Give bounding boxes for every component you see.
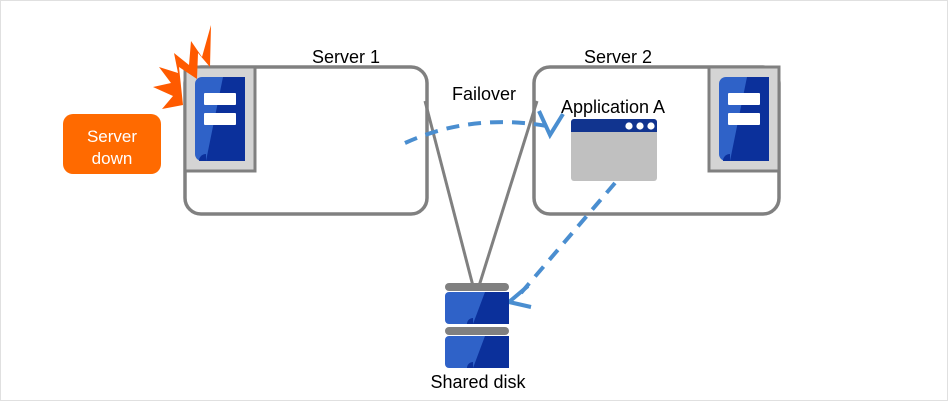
disk-block-bottom-shade (473, 336, 509, 368)
server-icon-corner-bottom (199, 154, 206, 161)
shared-disk-icon[interactable] (445, 283, 509, 368)
server2-title: Server 2 (584, 47, 652, 67)
server-rack-icon (183, 65, 257, 173)
failover-arrow-head (537, 110, 565, 140)
failure-burst-icon (153, 25, 211, 109)
badge-line-2: down (92, 149, 133, 168)
application-label: Application A (561, 97, 665, 117)
server-icon-corner-bottom (723, 154, 730, 161)
badge-line-1: Server (87, 127, 137, 146)
app-window-body (571, 119, 657, 181)
disk-block-top-shade (473, 292, 509, 324)
dashed-curved-arrow-icon (404, 110, 565, 145)
server1-title: Server 1 (312, 47, 380, 67)
app-window-dot-2 (636, 122, 644, 130)
server-icon-bar-top (204, 93, 236, 105)
disk-top-corner-a (503, 292, 509, 298)
server-icon-bar-top (728, 93, 760, 105)
disk-bottom-corner-b (467, 362, 473, 368)
server-icon-bar-bottom (728, 113, 760, 125)
disk-bar-top (445, 283, 509, 291)
failover-arrow-line (404, 120, 548, 145)
server-icon-corner-top (238, 77, 245, 84)
status-badge[interactable] (63, 114, 161, 174)
application-window-icon[interactable] (571, 119, 657, 181)
server-icon-bar-bottom (204, 113, 236, 125)
disk-bar-bottom (445, 327, 509, 335)
app-window-titlebar (571, 119, 657, 132)
app-window-dot-3 (647, 122, 655, 130)
server2-disk-link (477, 100, 539, 287)
server-down-badge[interactable]: Server down (63, 114, 161, 174)
shared-disk-label: Shared disk (430, 372, 526, 392)
disk-bottom-corner-a (503, 336, 509, 342)
disk-top-corner-b (467, 318, 473, 324)
disk-access-arrow-line (519, 181, 617, 295)
disk-access-arrow-head (504, 284, 532, 309)
server-rack-icon (707, 65, 781, 173)
failover-label: Failover (452, 84, 516, 104)
server-icon-corner-top (762, 77, 769, 84)
app-window-dot-1 (625, 122, 633, 130)
